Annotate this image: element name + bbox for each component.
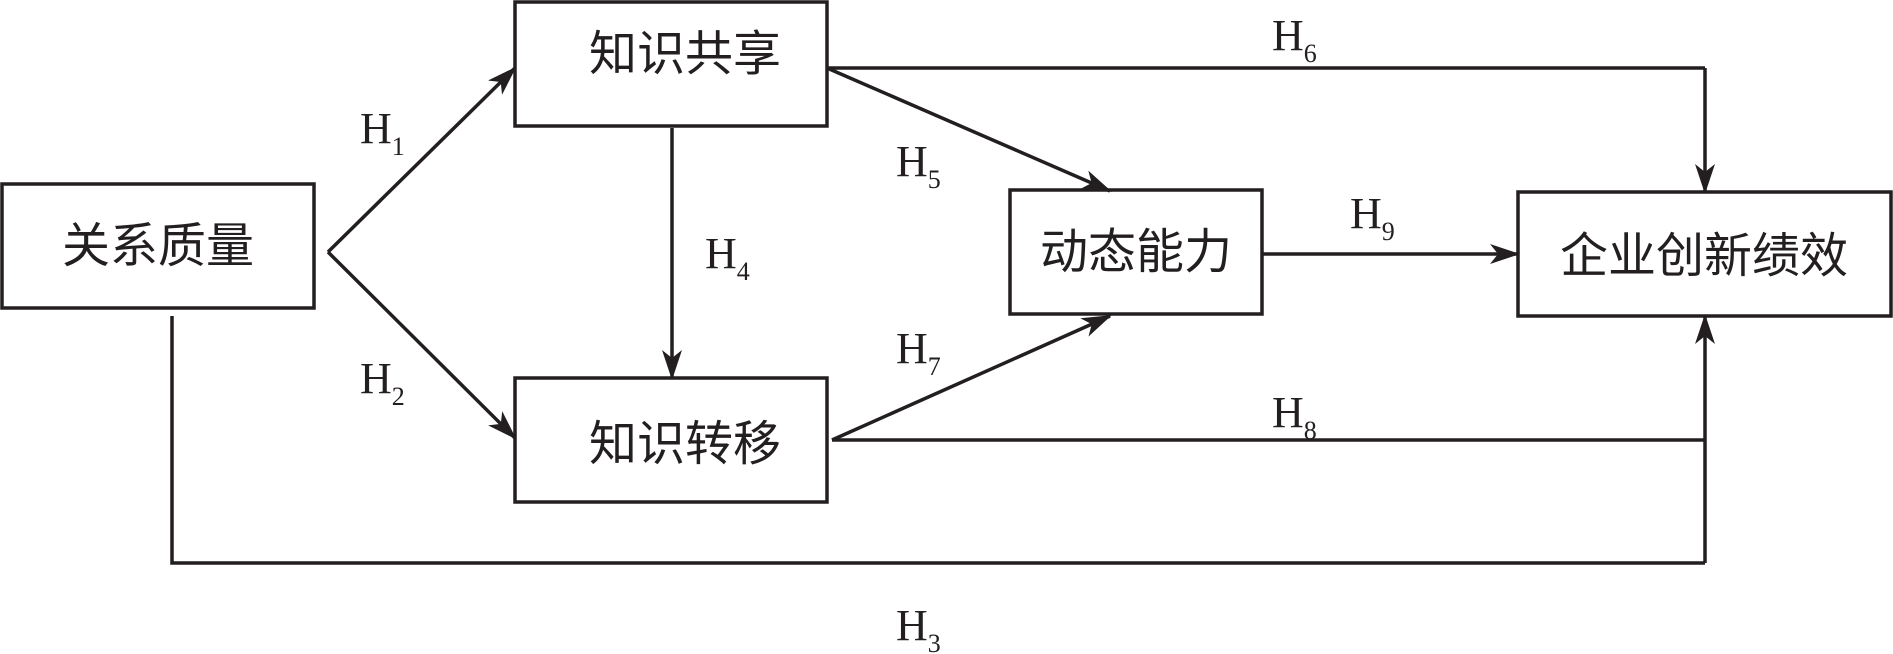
label-h3: H3 bbox=[896, 601, 941, 654]
node-relationship-quality: 关系质量 bbox=[0, 182, 316, 310]
label-h6: H6 bbox=[1272, 11, 1317, 68]
label-h9: H9 bbox=[1350, 189, 1395, 246]
label-h7: H7 bbox=[896, 324, 941, 381]
node-knowledge-transfer-label: 知识转移 bbox=[589, 416, 781, 472]
edge-h7 bbox=[831, 314, 1112, 442]
node-innovation-performance-label: 企业创新绩效 bbox=[1560, 228, 1848, 284]
node-innovation-performance: 企业创新绩效 bbox=[1516, 190, 1893, 318]
node-dynamic-capability-label: 动态能力 bbox=[1040, 224, 1232, 280]
label-h8: H8 bbox=[1272, 388, 1317, 445]
edge-h1 bbox=[326, 66, 517, 254]
edge-h2 bbox=[326, 250, 517, 440]
label-h5: H5 bbox=[896, 137, 941, 194]
node-knowledge-sharing-label: 知识共享 bbox=[589, 26, 781, 82]
node-relationship-quality-label: 关系质量 bbox=[62, 218, 254, 274]
label-h4: H4 bbox=[705, 229, 750, 286]
node-dynamic-capability: 动态能力 bbox=[1008, 188, 1264, 316]
edge-h3-line bbox=[170, 316, 1705, 565]
node-knowledge-sharing: 知识共享 bbox=[513, 0, 829, 128]
edge-h5 bbox=[826, 66, 1112, 193]
label-h1: H1 bbox=[360, 104, 405, 161]
label-h2: H2 bbox=[360, 354, 405, 411]
node-knowledge-transfer: 知识转移 bbox=[513, 376, 829, 504]
